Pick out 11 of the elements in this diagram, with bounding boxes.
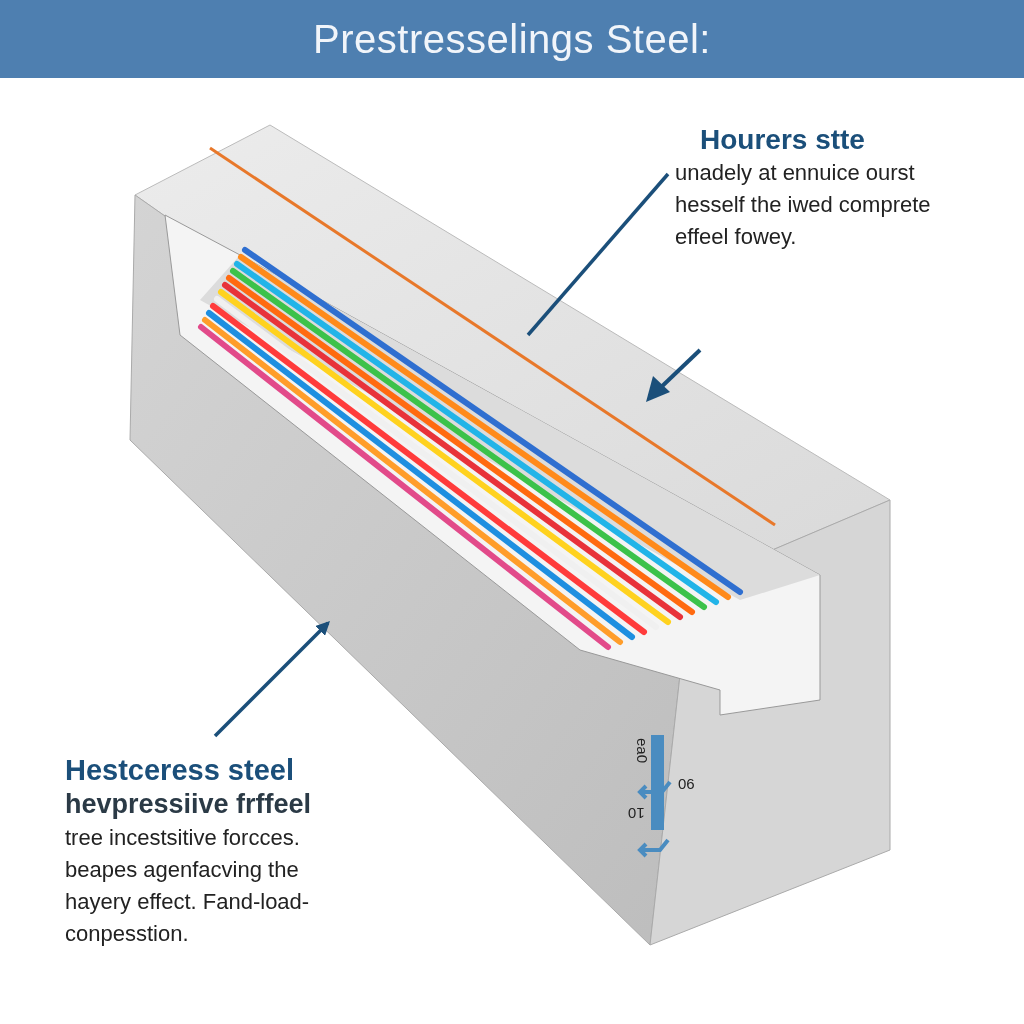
leader-line	[526, 172, 670, 337]
dimension-label: 06	[678, 775, 695, 792]
callout-text: unadely at ennuice ourst hesself the iwed comprete effeel fowey.	[675, 159, 932, 251]
dimension-label: ea0	[634, 738, 651, 763]
title: Prestresselings Steel:	[313, 16, 711, 62]
arrow	[213, 621, 330, 738]
callout-heading: Hestceress steel	[65, 753, 294, 788]
dimension-label: 10	[628, 805, 645, 822]
callout-heading: Hourers stte	[700, 123, 865, 157]
callout-heading: hevpressiive frffeel	[65, 788, 312, 822]
callout-text: tree incestsitive forcces. beapes agenfacving the hayery effect. Fand-load-conpesstion.	[65, 824, 311, 948]
